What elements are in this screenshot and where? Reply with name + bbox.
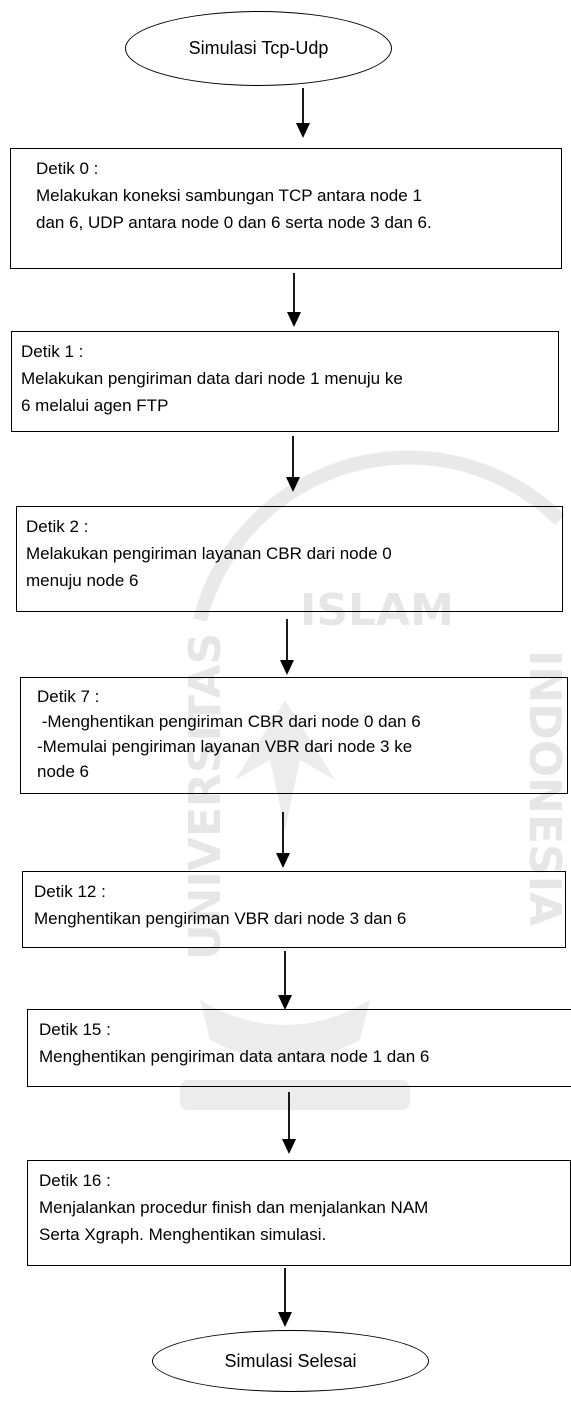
end-terminator: Simulasi Selesai [152, 1330, 429, 1392]
step-text: Menjalankan procedur finish dan menjalan… [39, 1198, 429, 1217]
step-box-detik-0: Detik 0 : Melakukan koneksi sambungan TC… [10, 148, 562, 269]
step-title: Detik 7 : [37, 687, 100, 706]
step-box-detik-12: Detik 12 : Menghentikan pengiriman VBR d… [22, 871, 566, 948]
flow-arrow [280, 619, 294, 675]
step-text: dan 6, UDP antara node 0 dan 6 serta nod… [36, 213, 432, 232]
flow-arrow [278, 951, 292, 1010]
flow-arrow [276, 812, 290, 868]
step-title: Detik 1 : [21, 342, 84, 361]
step-title: Detik 16 : [39, 1171, 111, 1190]
step-title: Detik 12 : [34, 882, 106, 901]
step-box-detik-15: Detik 15 : Menghentikan pengiriman data … [27, 1009, 571, 1087]
step-text: Melakukan koneksi sambungan TCP antara n… [36, 186, 422, 205]
step-text: 6 melalui agen FTP [21, 396, 169, 415]
step-text: -Menghentikan pengiriman CBR dari node 0… [37, 712, 421, 731]
step-box-detik-16: Detik 16 : Menjalankan procedur finish d… [27, 1160, 571, 1266]
step-text: Serta Xgraph. Menghentikan simulasi. [39, 1225, 327, 1244]
step-box-detik-7: Detik 7 : -Menghentikan pengiriman CBR d… [20, 677, 568, 794]
step-text: menuju node 6 [26, 571, 139, 590]
step-text: Menghentikan pengiriman VBR dari node 3 … [34, 909, 407, 928]
start-terminator: Simulasi Tcp-Udp [125, 11, 392, 86]
flow-arrow [278, 1268, 292, 1327]
step-box-detik-2: Detik 2 : Melakukan pengiriman layanan C… [16, 506, 563, 612]
start-label: Simulasi Tcp-Udp [188, 38, 329, 58]
step-text: node 6 [37, 762, 89, 781]
flow-arrow [282, 1092, 296, 1154]
step-title: Detik 2 : [26, 517, 89, 536]
flow-arrow [296, 88, 310, 138]
end-label: Simulasi Selesai [224, 1350, 357, 1371]
step-text: -Memulai pengiriman layanan VBR dari nod… [37, 737, 413, 756]
step-title: Detik 0 : [36, 159, 99, 178]
flow-arrow [287, 273, 301, 327]
step-text: Menghentikan pengiriman data antara node… [39, 1047, 430, 1066]
step-title: Detik 15 : [39, 1020, 111, 1039]
step-box-detik-1: Detik 1 : Melakukan pengiriman data dari… [11, 331, 559, 432]
step-text: Melakukan pengiriman layanan CBR dari no… [26, 544, 392, 563]
flow-arrow [286, 436, 300, 492]
step-text: Melakukan pengiriman data dari node 1 me… [21, 369, 403, 388]
